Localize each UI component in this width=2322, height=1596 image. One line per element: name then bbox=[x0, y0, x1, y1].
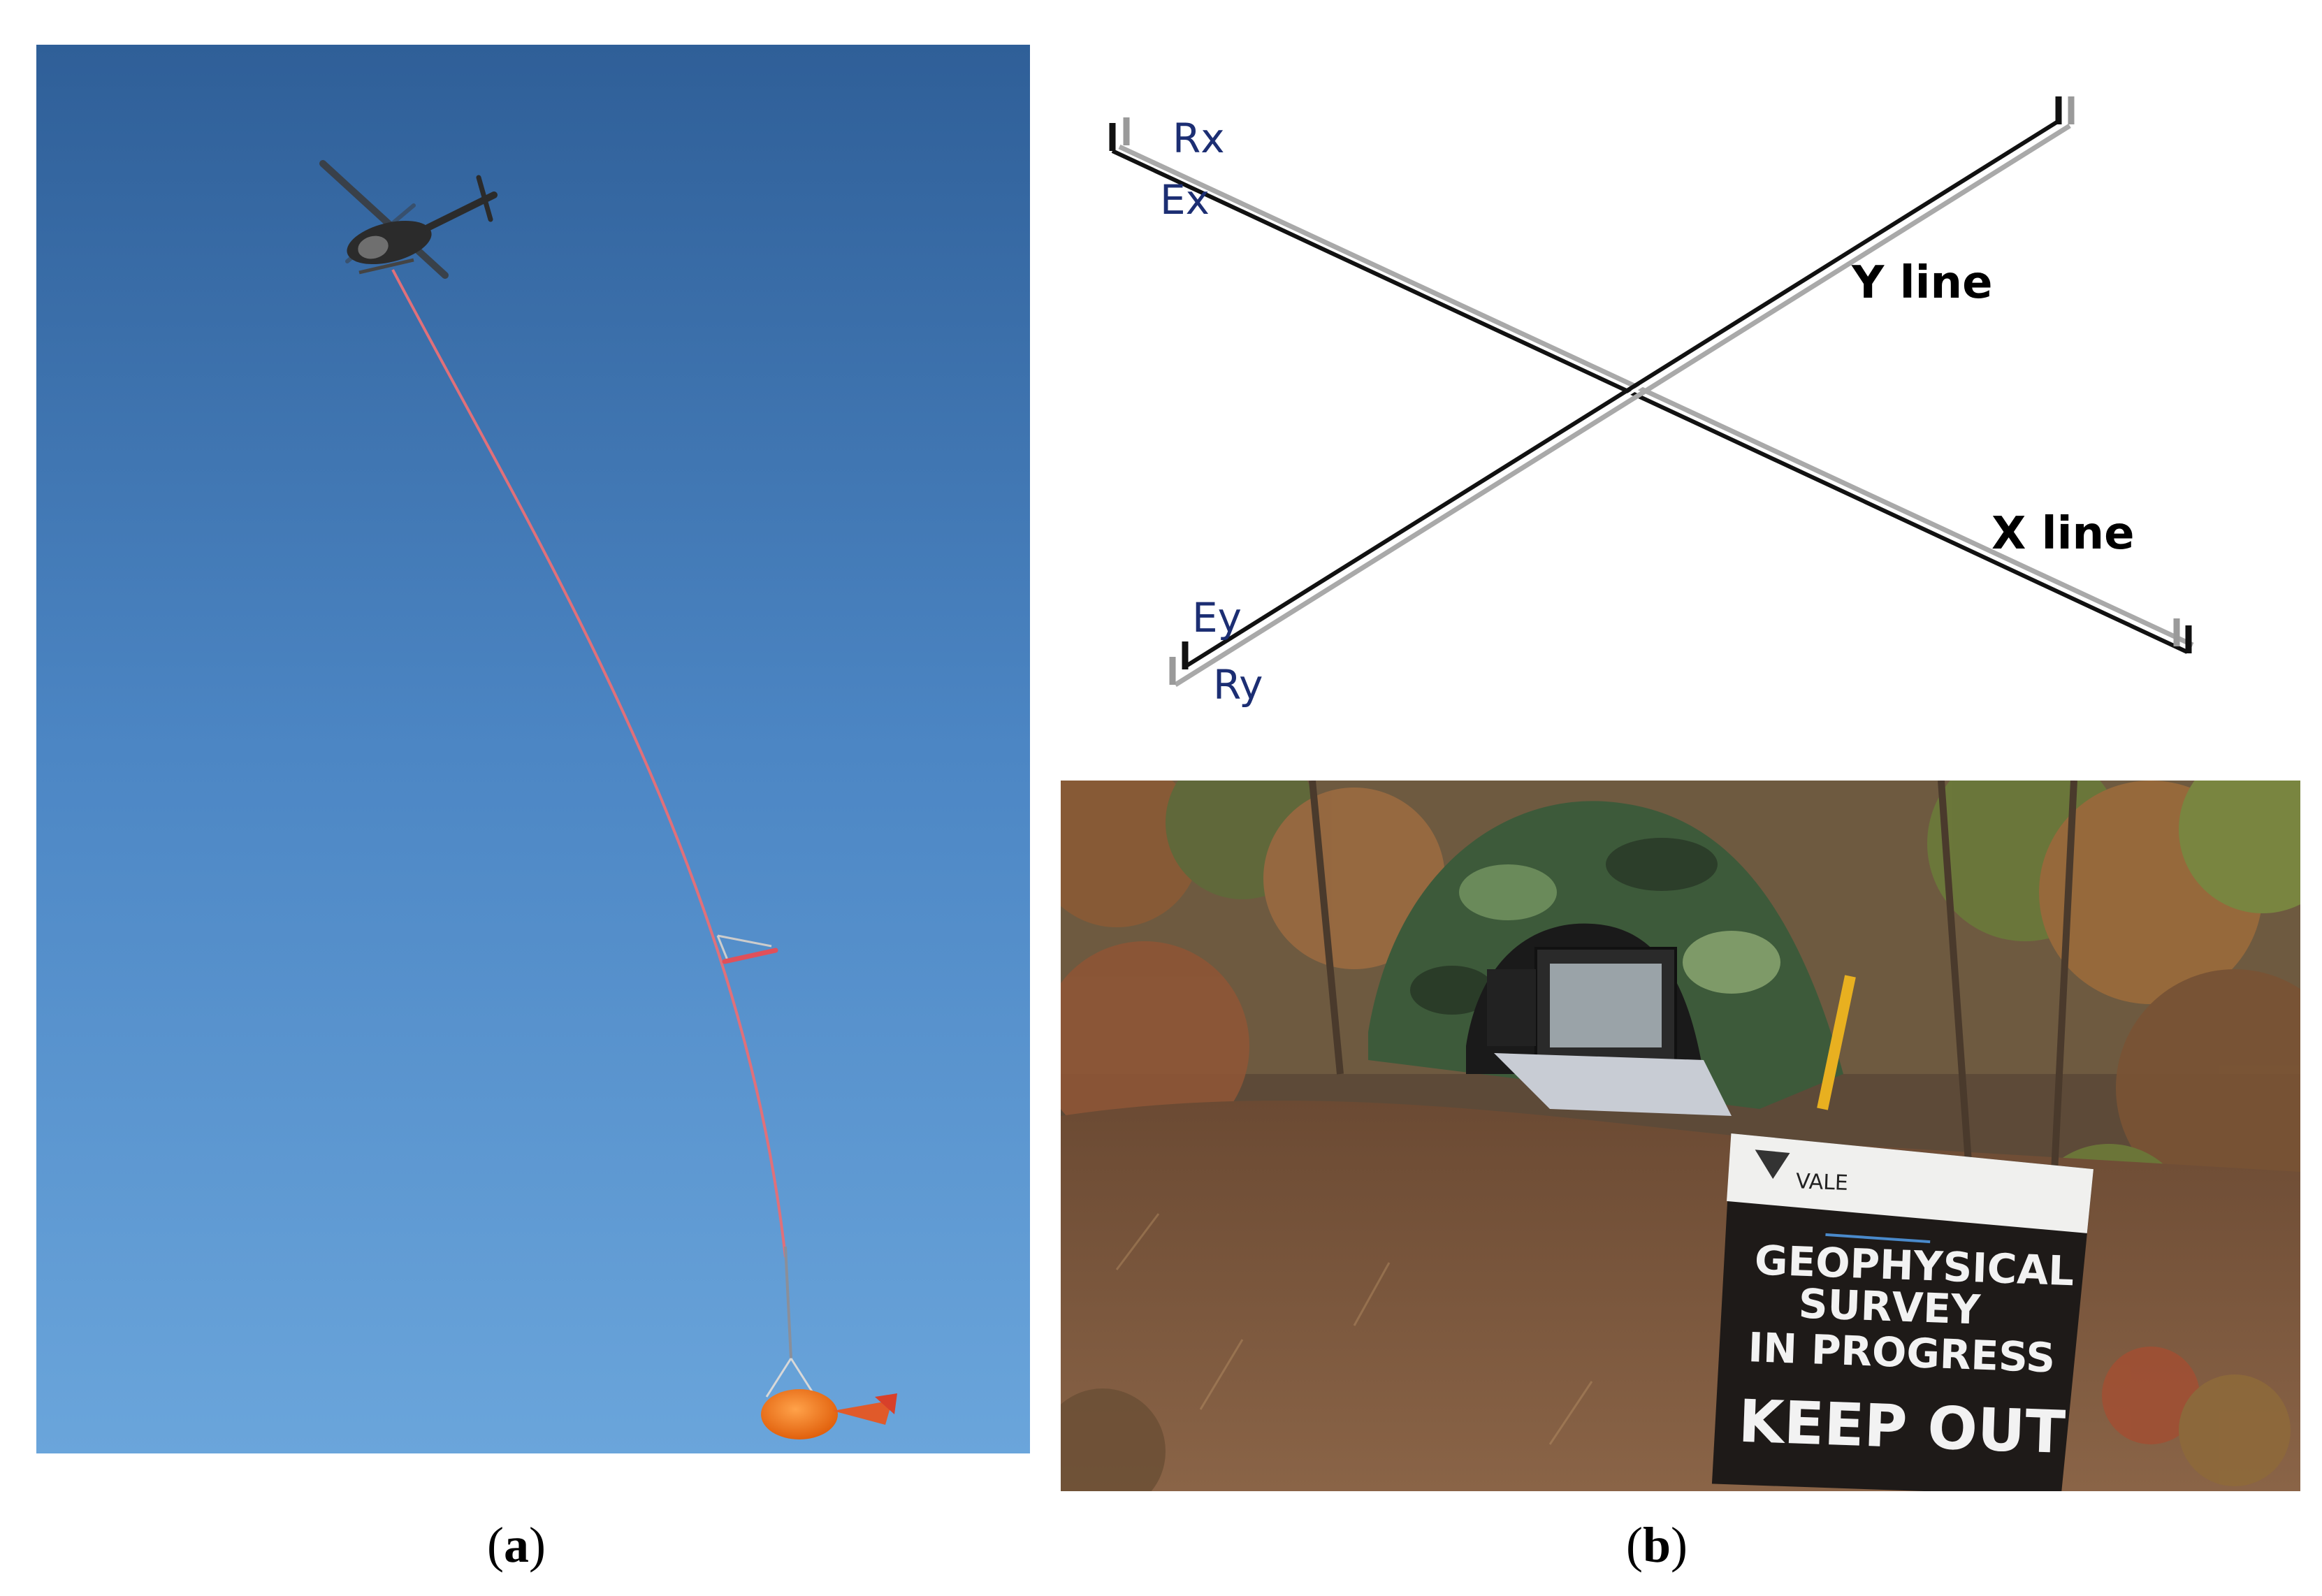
sign-line-2: SURVEY bbox=[1798, 1280, 1982, 1334]
warning-sign: VALE GEOPHYSICAL SURVEY IN PROGRESS KEEP… bbox=[1711, 1133, 2094, 1491]
rx-label: Rx bbox=[1173, 115, 1225, 162]
yellow-pole bbox=[1817, 975, 1856, 1110]
tow-cable-lower bbox=[784, 1246, 792, 1359]
helicopter-photo bbox=[36, 45, 1030, 1453]
caption-b-letter: b bbox=[1642, 1517, 1671, 1573]
helicopter-icon bbox=[319, 160, 498, 279]
sign-brand: VALE bbox=[1795, 1169, 1848, 1196]
photo-panel-b: VALE GEOPHYSICAL SURVEY IN PROGRESS KEEP… bbox=[1061, 781, 2300, 1491]
towed-bird-icon bbox=[761, 1358, 897, 1439]
photo-panel-a bbox=[36, 45, 1030, 1453]
y-line bbox=[1169, 96, 2075, 687]
y-line-label: Y line bbox=[1851, 257, 1992, 309]
ey-label: Ey bbox=[1192, 594, 1242, 641]
caption-a: (a) bbox=[487, 1517, 546, 1573]
field-station-photo: VALE GEOPHYSICAL SURVEY IN PROGRESS KEEP… bbox=[1061, 781, 2300, 1491]
tow-cable bbox=[391, 269, 787, 1258]
x-line bbox=[1109, 117, 2198, 654]
xy-line-diagram: Rx Ex Ey Ry Y line X line bbox=[1109, 96, 2198, 709]
ex-label: Ex bbox=[1160, 176, 1210, 224]
foreground-leaves bbox=[1061, 1347, 2291, 1491]
tree-trunks bbox=[1309, 781, 2077, 1200]
cable-sensor bbox=[716, 934, 778, 964]
line-diagram-panel: Rx Ex Ey Ry Y line X line bbox=[1069, 56, 2215, 727]
sign-line-1: GEOPHYSICAL bbox=[1754, 1236, 2075, 1295]
ry-label: Ry bbox=[1213, 661, 1263, 709]
caption-a-letter: a bbox=[503, 1517, 529, 1573]
sign-line-3: IN PROGRESS bbox=[1748, 1323, 2056, 1381]
x-line-label: X line bbox=[1991, 508, 2134, 560]
vale-logo-icon bbox=[1755, 1149, 1790, 1180]
caption-b: (b) bbox=[1626, 1517, 1688, 1573]
sign-line-4: KEEP OUT bbox=[1737, 1387, 2066, 1467]
foliage bbox=[1061, 781, 2300, 1402]
tent-icon bbox=[1368, 801, 1843, 1116]
sky-background bbox=[36, 45, 1030, 1453]
